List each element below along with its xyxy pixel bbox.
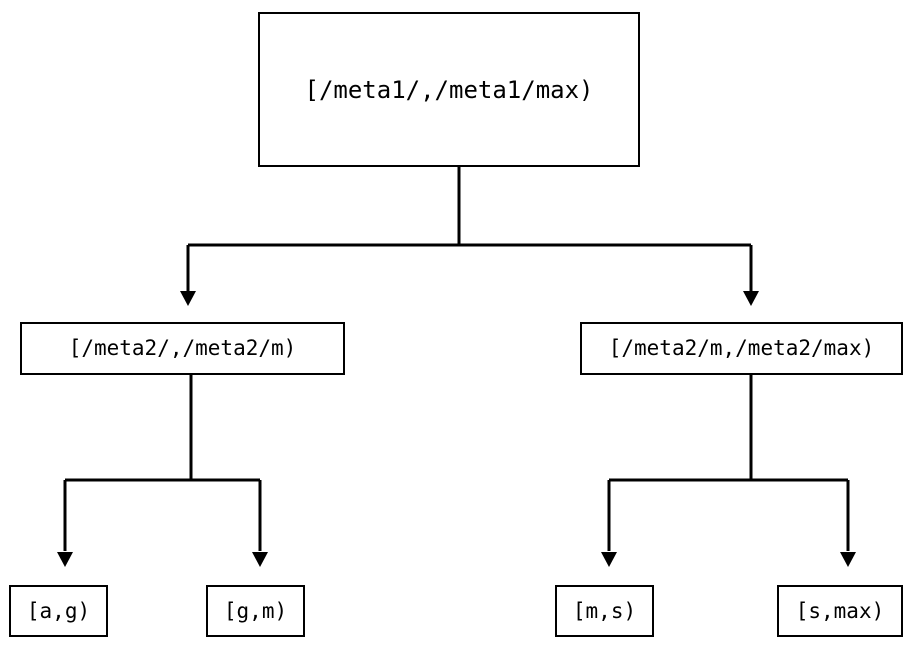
tree-node-leaf-3[interactable]: [m,s): [555, 585, 654, 637]
tree-node-leaf-1-label: [a,g): [26, 598, 91, 623]
tree-node-leaf-1[interactable]: [a,g): [9, 585, 108, 637]
edge-mid-left-to-leaves: [57, 375, 268, 567]
tree-node-mid-left-label: [/meta2/,/meta2/m): [68, 336, 297, 360]
tree-node-mid-right[interactable]: [/meta2/m,/meta2/max): [580, 322, 903, 375]
arrowhead-root-to-mid-right: [743, 291, 759, 306]
edge-root-to-level2: [180, 167, 759, 306]
tree-node-mid-right-label: [/meta2/m,/meta2/max): [608, 336, 875, 360]
arrowhead-mid-right-to-leaf-4: [840, 552, 856, 567]
tree-node-leaf-3-label: [m,s): [572, 598, 637, 623]
edge-mid-right-to-leaves: [601, 375, 856, 567]
tree-node-leaf-2[interactable]: [g,m): [206, 585, 305, 637]
tree-node-leaf-4-label: [s,max): [795, 598, 885, 623]
arrowhead-mid-left-to-leaf-1: [57, 552, 73, 567]
tree-node-mid-left[interactable]: [/meta2/,/meta2/m): [20, 322, 345, 375]
tree-node-leaf-2-label: [g,m): [223, 598, 288, 623]
tree-node-root-label: [/meta1/,/meta1/max): [304, 75, 594, 104]
arrowhead-root-to-mid-left: [180, 291, 196, 306]
arrowhead-mid-left-to-leaf-2: [252, 552, 268, 567]
tree-node-leaf-4[interactable]: [s,max): [777, 585, 903, 637]
arrowhead-mid-right-to-leaf-3: [601, 552, 617, 567]
tree-node-root[interactable]: [/meta1/,/meta1/max): [258, 12, 640, 167]
